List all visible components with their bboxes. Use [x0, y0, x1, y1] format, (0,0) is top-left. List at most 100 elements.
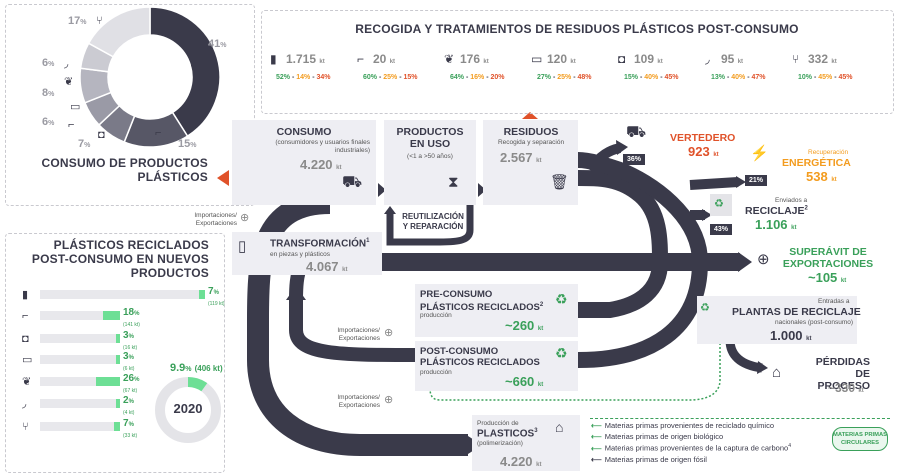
donut-label-6a: 6%	[42, 57, 55, 69]
bar-fill	[116, 334, 120, 343]
residuos-title: RESIDUOS	[503, 126, 559, 138]
transformacion-title: TRANSFORMACIÓN1	[270, 238, 370, 250]
phone-icon: ▯	[238, 238, 247, 255]
plantas-sub: Entradas a	[818, 298, 850, 305]
chair-icon: ⑂	[22, 421, 29, 433]
computer-icon: ▭	[531, 52, 543, 66]
ring-2020-fill	[187, 377, 208, 392]
stat-percentages: 15% - 40% - 45%	[624, 74, 679, 81]
bar-track	[40, 355, 120, 364]
post-consumo-value: ~660 kt	[505, 374, 544, 389]
legend-panel	[590, 418, 890, 473]
bar-track	[40, 311, 120, 320]
globe-icon-1: ⊕	[240, 212, 250, 224]
import-export-2: Importaciones/Exportaciones	[337, 327, 380, 342]
reciclaje-pct: 43%	[710, 224, 733, 235]
reciclaje-value: 1.106 kt	[755, 217, 797, 232]
plasticos-value: 4.220 kt	[500, 454, 542, 469]
hourglass-icon: ⧗	[448, 174, 459, 191]
plasticos-sub1: Producción de	[477, 420, 519, 427]
residuos-sub: Recogida y separación	[497, 139, 565, 146]
reciclaje-sub: Enviados a	[775, 197, 808, 204]
car-icon: ◘	[22, 333, 29, 345]
truck-icon: ⛟	[626, 124, 647, 141]
header-panel	[261, 10, 894, 114]
stat-percentages: 10% - 45% - 45%	[798, 74, 853, 81]
donut-label-6b: 6%	[42, 116, 55, 128]
transformacion-value: 4.067 kt	[306, 259, 348, 274]
bar-fill	[96, 377, 120, 386]
faucet-icon: ⌐	[357, 52, 365, 66]
bar-fill	[116, 399, 120, 408]
uso-sub: (<1 a >50 años)	[407, 153, 453, 160]
trash-icon: 🗑	[550, 174, 570, 191]
bottle-icon: ▮	[22, 289, 29, 301]
legend-item-carbon: ⟵Materias primas provenientes de la capt…	[591, 443, 791, 453]
consumo-value: 4.220 kt	[300, 157, 342, 172]
globe-icon-3: ⊕	[384, 394, 394, 406]
globe-icon-2: ⊕	[384, 327, 394, 339]
bar-track	[40, 377, 120, 386]
header-title: RECOGIDA Y TRATAMIENTOS DE RESIDUOS PLÁS…	[355, 22, 799, 36]
bar-track	[40, 399, 120, 408]
consumo-products-title: CONSUMO DE PRODUCTOS PLÁSTICOS	[41, 156, 208, 184]
plasticos-box	[472, 415, 580, 471]
plasticos-sub2: (polimerización)	[477, 440, 523, 447]
bar-track	[40, 422, 120, 431]
donut-label-7: 7%	[78, 138, 91, 150]
energy-icon: ⚡	[750, 145, 769, 162]
bar-label: 3%(16 kt)	[123, 330, 138, 352]
bar-fill	[198, 290, 205, 299]
car-icon: ◘	[618, 52, 626, 66]
bar-track	[40, 334, 120, 343]
residuos-value: 2.567 kt	[500, 150, 542, 165]
total-recycled: 9.9% (406 kt)	[170, 362, 223, 374]
bar-fill	[103, 311, 120, 320]
faucet-icon: ⌐	[22, 310, 29, 322]
consumo-products-panel	[5, 4, 255, 206]
stat-percentages: 27% - 25% - 48%	[537, 74, 592, 81]
consumo-donut	[79, 6, 221, 148]
legend-item-bio: ⟵Materias primas de origen biológico	[591, 432, 724, 441]
shoe-icon: ◞	[705, 52, 710, 66]
bar-label: 7%(33 kt)	[123, 418, 138, 440]
stat-percentages: 13% - 40% - 47%	[711, 74, 766, 81]
bar-label: 26%(67 kt)	[123, 373, 140, 395]
stat-percentages: 52% - 14% - 34%	[276, 74, 331, 81]
stat-value: 95 kt	[721, 52, 744, 66]
energetica-value: 538 kt	[806, 169, 837, 184]
plant-icon: ❦	[64, 76, 74, 88]
cart-icon: ⛟	[342, 174, 363, 191]
donut-slice	[149, 6, 221, 138]
computer-icon: ▭	[22, 354, 33, 366]
bottle-icon: ▮	[190, 56, 197, 68]
import-export-1: Importaciones/Exportaciones	[194, 212, 237, 227]
plasticos-title: PLASTICOS3	[477, 428, 538, 440]
residuos-box	[483, 120, 578, 205]
shoe-icon: ◞	[22, 398, 27, 410]
energetica-pct: 21%	[745, 175, 768, 186]
factory-icon-1: ♻	[555, 291, 568, 307]
factory-icon-2: ♻	[555, 345, 568, 361]
chair-icon: ⑂	[792, 52, 800, 66]
plant-icon: ❦	[444, 52, 455, 66]
plantas-title: PLANTAS DE RECICLAJE	[732, 306, 861, 318]
transformacion-box	[232, 232, 382, 275]
recycled-products-title: PLÁSTICOS RECICLADOS POST-CONSUMO EN NUE…	[31, 238, 209, 280]
chair-icon: ⑂	[96, 15, 103, 27]
bar-label: 18%(141 kt)	[123, 307, 140, 329]
stat-percentages: 60% - 25% - 15%	[363, 74, 418, 81]
pre-consumo-box	[415, 284, 578, 337]
uso-box	[384, 120, 476, 205]
donut-label-15: 15%	[178, 138, 197, 150]
donut-label-8: 8%	[42, 87, 55, 99]
vertedero-title: VERTEDERO	[670, 132, 736, 144]
bar-label: 7%(119 kt)	[208, 286, 225, 308]
loss-factory-icon: ⌂	[772, 364, 782, 381]
import-export-3: Importaciones/Exportaciones	[337, 394, 380, 409]
